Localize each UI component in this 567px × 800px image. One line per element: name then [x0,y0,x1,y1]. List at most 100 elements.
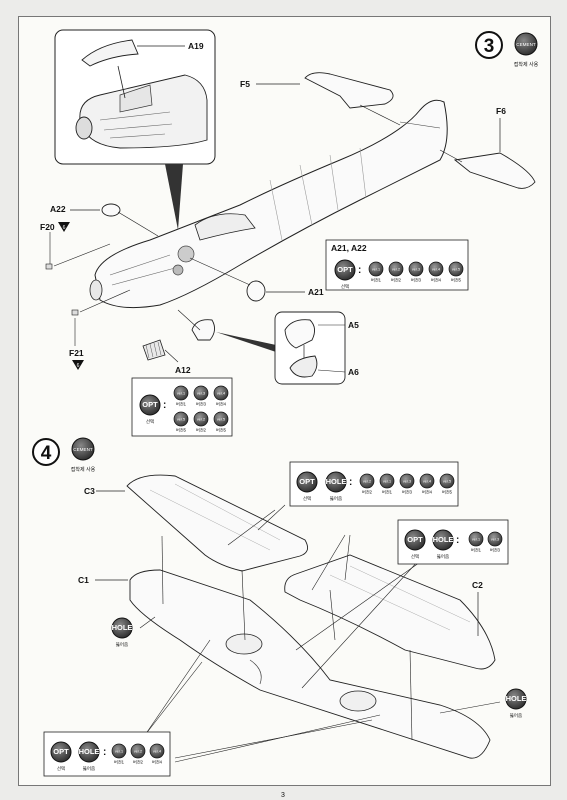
version-chip-icon [213,411,229,427]
version-chip-label: ver.5 [217,418,225,422]
version-chip-caption: 버전5 [216,427,227,434]
opt-label: OPT [337,265,353,274]
hole-label: HOLE [326,477,347,486]
hole-label: HOLE [79,747,100,756]
version-chip-icon [213,385,229,401]
cement-badge-label: CEMENT [73,447,93,452]
version-chip-icon [173,411,189,427]
version-chip-label: ver.3 [412,268,420,272]
step-3-header: 3 CEMENT 접착제 사용 [475,31,539,68]
version-chip-icon [379,473,395,489]
version-chip-caption: 버전1 [176,401,187,408]
option-table-c3: OPT 선택 HOLE 뚫어줌 : ver.2버전2ver.1버전1ver.3버… [289,461,459,507]
step-3-circle [475,31,503,59]
version-chip-icon [359,473,375,489]
cement-icon [71,437,95,461]
part-a12: A12 [142,309,215,375]
cement-icon [514,32,538,56]
version-chip-label: ver.3 [491,538,499,542]
version-chip-caption: 버전4 [431,277,442,284]
opt-label: OPT [53,747,69,756]
version-chip-caption: 버전4 [422,489,433,496]
option-colon: : [103,747,106,758]
hole-caption: 뚫어줌 [437,553,449,560]
step-3-number: 3 [484,36,495,57]
version-chip-label: ver.2 [197,418,205,422]
version-chip-caption: 버전2 [362,489,373,496]
hole-icon [78,741,100,763]
part-label-f6: F6 [496,106,506,116]
version-chip-label: ver.1 [115,750,123,754]
part-label-a12: A12 [175,365,191,375]
part-c2-right-wing-upper: C2 [284,554,496,670]
version-chip-label: ver.1 [372,268,380,272]
engine-cowl-inset: A19 [54,29,216,165]
version-chip-icon [193,385,209,401]
version-chip-caption: 버전1 [471,547,482,554]
version-chip-caption: 버전5 [451,277,462,284]
version-chip-caption: 버전3 [411,277,422,284]
version-chip-caption: 버전4 [152,759,163,766]
part-f5: F5 [240,72,401,126]
f20-sprue-number: 6 [63,225,66,231]
hole-caption: 뚫어줌 [510,712,522,719]
version-chip-label: ver.1 [472,538,480,542]
step-4-number: 4 [41,443,52,464]
version-chip-caption: 버전1 [382,489,393,496]
version-chip-caption: 버전1 [114,759,125,766]
part-label-c3: C3 [84,486,95,496]
version-chip-label: ver.4 [432,268,440,272]
option-table-a12: OPT 선택 : ver.1버전1ver.3버전3ver.4버전4ver.5버전… [131,377,233,437]
hole-marker-left: HOLE 뚫어줌 [111,617,133,648]
part-f21: F21 6 [69,289,131,370]
part-a21: A21 [189,257,324,302]
hole-icon [111,617,133,639]
part-label-f5: F5 [240,79,250,89]
part-f20: F20 6 [40,222,111,270]
part-label-f20: F20 [40,222,55,232]
assembly-guide-lines [139,504,501,763]
version-chip-icon [149,743,165,759]
part-label-a5: A5 [348,320,359,330]
part-label-c2: C2 [472,580,483,590]
version-list: ver.1버전1ver.3버전3ver.4버전4ver.5버전5ver.2버전2… [173,385,229,434]
hole-label: HOLE [112,623,133,632]
version-chip-icon [111,743,127,759]
option-colon: : [163,400,166,411]
fuselage-assembly [89,99,448,309]
version-chip-caption: 버전2 [196,427,207,434]
version-chip-label: ver.1 [383,480,391,484]
option-table-bottom: OPT 선택 HOLE 뚫어줌 : ver.1버전1ver.2버전2ver.4버… [43,731,171,777]
opt-icon [404,529,426,551]
version-chip-caption: 버전2 [133,759,144,766]
intake-detail-inset: A5 A6 [216,311,359,385]
hole-caption: 뚫어줌 [116,641,128,648]
version-chip-caption: 버전2 [391,277,402,284]
part-f6: F6 [439,106,536,189]
part-label-a6: A6 [348,367,359,377]
hole-label: HOLE [506,694,527,703]
version-chip-label: ver.3 [197,392,205,396]
f21-sprue-number: 6 [77,363,80,369]
hole-icon [505,688,527,710]
version-chip-icon [487,531,503,547]
version-chip-caption: 버전3 [196,401,207,408]
version-chip-label: ver.5 [452,268,460,272]
opt-label: OPT [299,477,315,486]
version-chip-icon [419,473,435,489]
part-c1-lower-wing: C1 [78,569,491,759]
option-colon: : [358,265,361,276]
opt-caption: 선택 [411,553,419,560]
version-chip-icon [388,261,404,277]
cement-badge-label: CEMENT [516,42,536,47]
hole-marker-right: HOLE 뚫어줌 [505,688,527,719]
part-label-a22: A22 [50,204,66,214]
version-chip-label: ver.5 [177,418,185,422]
opt-caption: 선택 [146,418,154,425]
version-chip-icon [448,261,464,277]
